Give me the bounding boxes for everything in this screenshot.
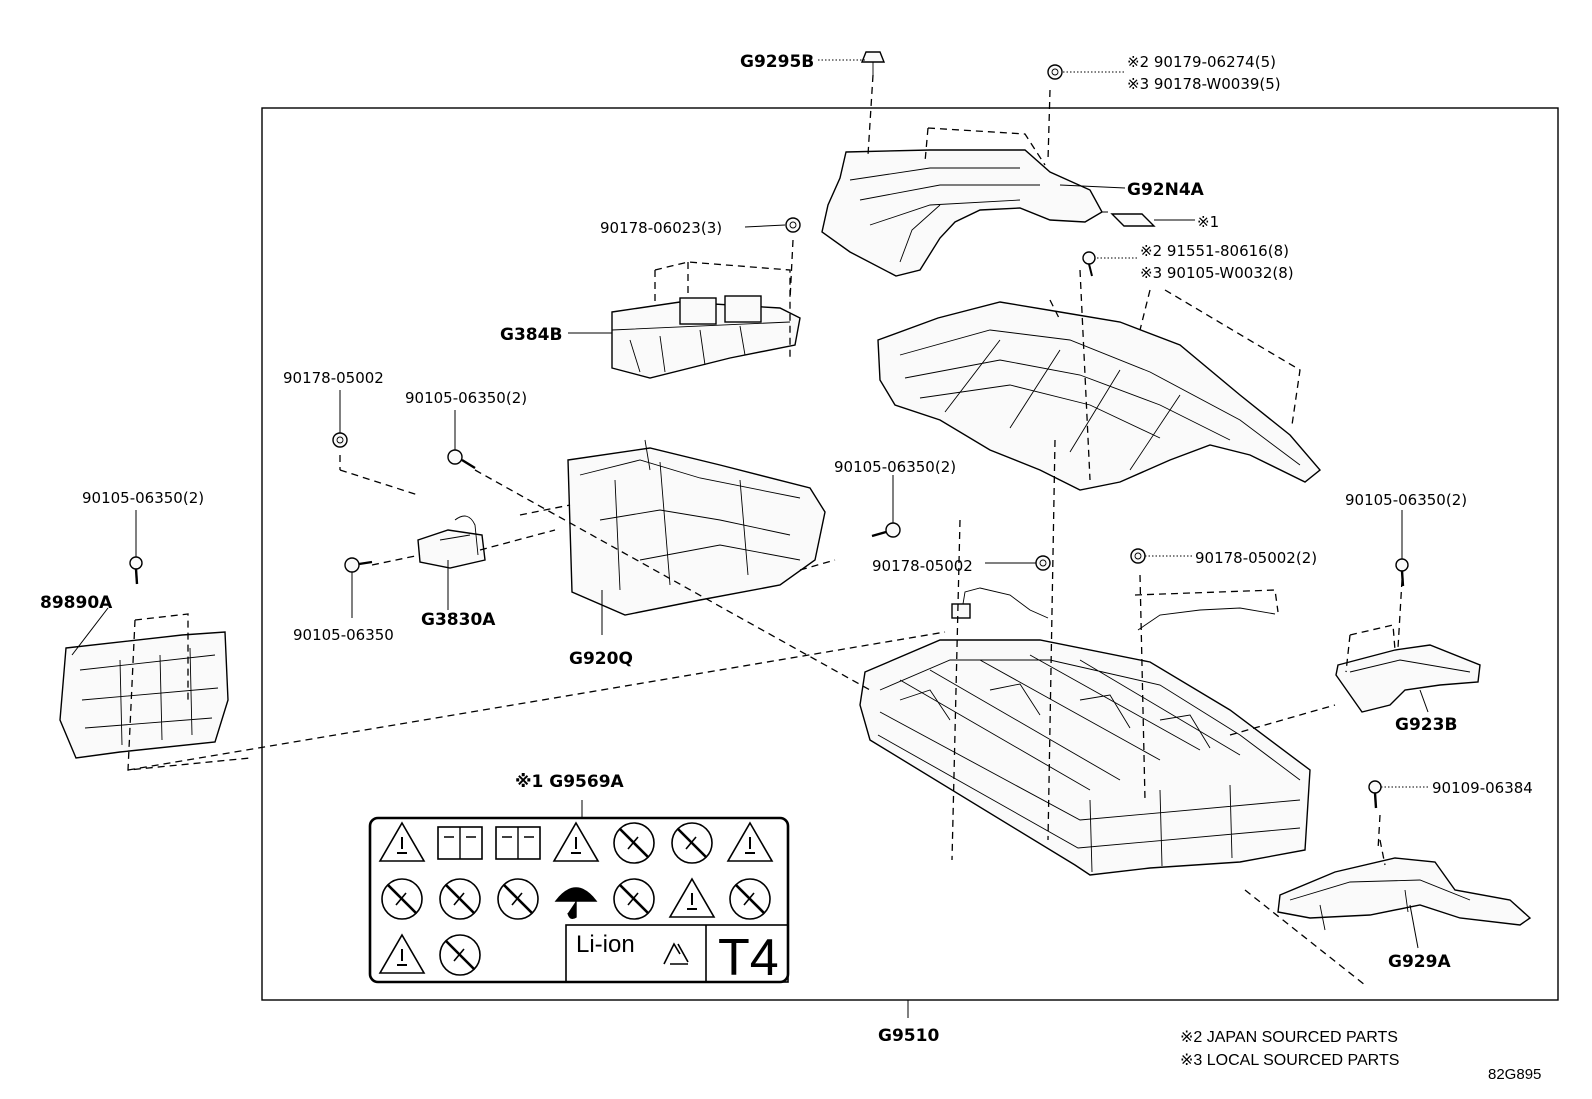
assembly-frame (261, 107, 1559, 1001)
nut-90178-05002-c[interactable] (1130, 548, 1146, 564)
screw-91551-80616[interactable] (1082, 251, 1096, 277)
class-text: T4 (718, 929, 779, 987)
label-g9569a: ※1 G9569A (515, 772, 625, 792)
footnote-japan: ※2 JAPAN SOURCED PARTS (1180, 1029, 1398, 1046)
clip-g9295b[interactable] (860, 51, 886, 75)
high-voltage-icon (552, 821, 600, 862)
label-g3830a: G3830A (421, 610, 496, 630)
no-short-circuit-icon (613, 878, 655, 920)
label-g92n4a: G92N4A (1127, 180, 1205, 200)
nut-90178-05002-a[interactable] (332, 432, 348, 448)
upper-cover-part[interactable] (821, 127, 1103, 277)
corrosive-icon (668, 877, 716, 918)
nut-90178-05002-b[interactable] (1035, 555, 1051, 571)
label-90178-06023: 90178-06023(3) (600, 219, 722, 237)
label-91551-80616: ※2 91551-80616(8) (1140, 242, 1289, 260)
explosive-icon (378, 933, 426, 974)
gasket-strip-part[interactable] (1110, 213, 1156, 227)
bracket-g929a-part[interactable] (1244, 839, 1532, 986)
bracket-tray-part[interactable] (519, 439, 836, 616)
recycle-icon (663, 942, 689, 965)
label-g9295b: G9295B (740, 52, 814, 72)
label-g923b: G923B (1395, 715, 1457, 735)
general-warning-icon (378, 821, 426, 862)
no-disassembly-icon (439, 878, 481, 920)
bolt-90109-06384[interactable] (1368, 780, 1382, 809)
diagram-code: 82G895 (1488, 1066, 1541, 1083)
ground-wire-left-part[interactable] (951, 587, 1049, 619)
label-89890a: 89890A (40, 593, 113, 613)
flammable-icon (726, 821, 774, 862)
label-90105-06350-2a: 90105-06350(2) (405, 389, 527, 407)
li-ion-text: Li-ion (576, 931, 635, 958)
nut-90179-06274[interactable] (1047, 64, 1063, 80)
bolt-90105-06350-d[interactable] (129, 556, 143, 585)
no-heating-icon (729, 878, 771, 920)
label-assembly: G9510 (878, 1026, 939, 1046)
label-90105-w0032: ※3 90105-W0032(8) (1140, 264, 1294, 282)
label-g929a: G929A (1388, 952, 1451, 972)
label-90178-05002-b: 90178-05002 (872, 557, 973, 575)
no-crushing-icon (497, 878, 539, 920)
bolt-90105-06350-a[interactable] (447, 449, 476, 470)
bolt-90105-06350-b[interactable] (344, 557, 373, 573)
label-90105-06350-2b: 90105-06350(2) (834, 458, 956, 476)
bracket-g923b-part[interactable] (1335, 624, 1481, 713)
footnote-local: ※3 LOCAL SOURCED PARTS (1180, 1052, 1399, 1069)
label-90105-06350-2c: 90105-06350(2) (82, 489, 204, 507)
ground-wire-right-part[interactable] (1134, 589, 1279, 631)
sensor-part[interactable] (417, 515, 486, 569)
label-g920q: G920Q (569, 649, 633, 669)
label-note1: ※1 (1197, 213, 1219, 231)
bolt-90105-06350-e[interactable] (1395, 558, 1409, 587)
controller-part[interactable] (59, 613, 251, 771)
warning-label[interactable]: Li-ion T4 (368, 816, 790, 987)
book-icon (495, 826, 541, 860)
nut-90178-06023[interactable] (785, 217, 801, 233)
no-climbing-icon (439, 934, 481, 976)
label-90105-06350-2d: 90105-06350(2) (1345, 491, 1467, 509)
label-90179-06274: ※2 90179-06274(5) (1127, 53, 1276, 71)
label-g384b: G384B (500, 325, 562, 345)
keep-dry-icon (554, 887, 598, 920)
label-90109-06384: 90109-06384 (1432, 779, 1533, 797)
battery-cover-part[interactable] (877, 289, 1322, 491)
label-90178-05002-2: 90178-05002(2) (1195, 549, 1317, 567)
bolt-90105-06350-c[interactable] (871, 522, 901, 538)
no-children-icon (381, 878, 423, 920)
no-fire-icon (671, 822, 713, 864)
label-90105-06350: 90105-06350 (293, 626, 394, 644)
no-touch-icon (613, 822, 655, 864)
junction-block-part[interactable] (611, 261, 801, 379)
label-90178-05002-a: 90178-05002 (283, 369, 384, 387)
read-manual-icon (437, 826, 483, 860)
label-90178-w0039: ※3 90178-W0039(5) (1127, 75, 1281, 93)
battery-pack-part[interactable] (859, 639, 1311, 876)
